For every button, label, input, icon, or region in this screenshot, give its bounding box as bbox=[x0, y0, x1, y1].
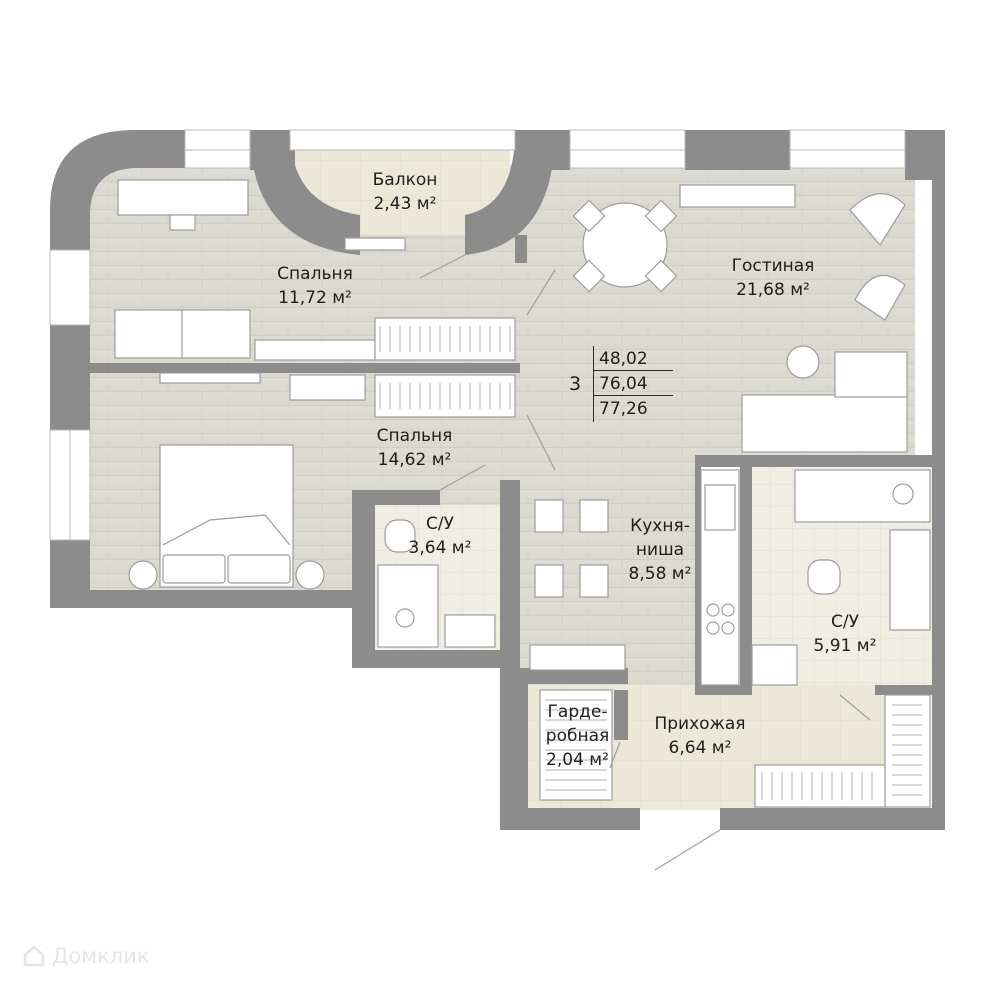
wall-balcony-right bbox=[465, 130, 555, 255]
wall-left-mid bbox=[50, 325, 90, 430]
room-name: Гостиная bbox=[731, 256, 815, 276]
wall-bath2-left bbox=[740, 455, 752, 687]
hall-wardrobe-right bbox=[884, 694, 931, 808]
room-name-line1: Гарде- bbox=[547, 702, 608, 722]
sofa-living bbox=[741, 394, 908, 453]
wall-bath2-bottom-right bbox=[875, 685, 945, 695]
wall-balcony-left bbox=[250, 130, 360, 255]
dining-chair-3 bbox=[534, 564, 564, 598]
dining-chair-1 bbox=[534, 499, 564, 533]
area-summary: 3 48,02 76,04 77,26 bbox=[557, 346, 673, 422]
shower-bath1 bbox=[377, 564, 439, 648]
label-bath1: С/У 3,64 bbox=[390, 512, 490, 560]
room-area: 14,62 bbox=[357, 448, 472, 472]
room-area: 3,64 bbox=[390, 536, 490, 560]
room-name: Балкон bbox=[372, 170, 438, 190]
wall-bath2-bottom-left bbox=[695, 685, 752, 695]
total-area-with-balcony: 77,26 bbox=[599, 399, 648, 419]
desk bbox=[117, 179, 249, 216]
label-bedroom2: Спальня 14,62 bbox=[357, 424, 472, 472]
walls bbox=[50, 130, 945, 830]
watermark-brand: Домклик bbox=[52, 944, 150, 968]
house-icon bbox=[23, 945, 45, 967]
living-area: 48,02 bbox=[594, 347, 673, 371]
room-name-line2: робная bbox=[545, 726, 610, 746]
dining-chair-4 bbox=[579, 564, 609, 598]
bath2-cabinet bbox=[751, 644, 798, 686]
room-name: Спальня bbox=[277, 264, 353, 284]
label-wardrobe: Гарде- робная 2,04 bbox=[530, 700, 625, 772]
kitchen-sink bbox=[704, 484, 736, 531]
dining-table bbox=[582, 202, 668, 288]
room-name-line2: ниша bbox=[635, 540, 685, 560]
nightstand-right bbox=[295, 560, 325, 590]
shelf-bedroom2 bbox=[289, 374, 366, 401]
furniture bbox=[114, 179, 931, 808]
nightstand-left bbox=[128, 560, 158, 590]
label-hallway: Прихожая 6,64 bbox=[640, 712, 760, 760]
room-area: 2,04 bbox=[530, 748, 625, 772]
room-area: 21,68 bbox=[718, 278, 828, 302]
room-area: 11,72 bbox=[260, 286, 370, 310]
coffee-table bbox=[786, 345, 820, 379]
room-area: 6,64 bbox=[640, 736, 760, 760]
wall-stub bbox=[515, 235, 527, 263]
wall-bath1-left bbox=[352, 490, 375, 668]
sink-bath1 bbox=[444, 614, 496, 648]
window-top-1 bbox=[184, 129, 251, 169]
window-top-3 bbox=[789, 129, 906, 169]
label-kitchen: Кухня- ниша 8,58 bbox=[610, 514, 710, 586]
room-name-line1: Кухня- bbox=[630, 516, 690, 536]
room-area: 8,58 bbox=[610, 562, 710, 586]
wall-corner-left bbox=[50, 130, 185, 250]
wall-bottom-hall-left bbox=[500, 808, 640, 830]
wall-bath1-right bbox=[500, 480, 520, 668]
wardrobe-bedroom2 bbox=[374, 374, 516, 418]
hall-wardrobe-bottom bbox=[754, 764, 886, 808]
wall-right bbox=[932, 130, 945, 830]
room-area: 5,91 bbox=[795, 634, 895, 658]
total-area: 76,04 bbox=[594, 372, 673, 396]
room-area: 2,43 bbox=[355, 192, 455, 216]
label-balcony: Балкон 2,43 bbox=[355, 168, 455, 216]
wall-wardrobe-left bbox=[500, 668, 528, 830]
wall-top-c bbox=[685, 130, 790, 170]
window-left-1 bbox=[49, 249, 91, 326]
room-name: С/У bbox=[426, 514, 454, 534]
wall-bath2-top bbox=[695, 455, 945, 467]
tv-living bbox=[679, 184, 796, 208]
watermark: Домклик bbox=[22, 944, 150, 968]
window-top-2 bbox=[569, 129, 686, 169]
armchair-1 bbox=[849, 193, 906, 247]
wall-bottom-left bbox=[50, 590, 355, 608]
sink-bath2 bbox=[889, 529, 931, 631]
room-name: С/У bbox=[831, 612, 859, 632]
wall-bath1-top bbox=[360, 490, 440, 505]
toilet-bath2 bbox=[807, 559, 841, 595]
armchair-2 bbox=[854, 274, 906, 321]
label-bath2: С/У 5,91 bbox=[795, 610, 895, 658]
kitchen-unit bbox=[529, 644, 626, 671]
label-bedroom1: Спальня 11,72 bbox=[260, 262, 370, 310]
wall-bath1-bottom bbox=[352, 650, 520, 668]
dining-chair-2 bbox=[579, 499, 609, 533]
wall-bottom-hall-right bbox=[720, 808, 945, 830]
window-balcony bbox=[289, 129, 516, 151]
desk-chair bbox=[169, 214, 196, 231]
tv-console bbox=[159, 372, 261, 384]
wall-wardrobe-top bbox=[518, 668, 628, 684]
room-name: Прихожая bbox=[654, 714, 746, 734]
room-name: Спальня bbox=[376, 426, 453, 446]
label-living: Гостиная 21,68 bbox=[718, 254, 828, 302]
rooms-count: 3 bbox=[557, 346, 594, 422]
balcony-bench bbox=[344, 237, 406, 251]
shelf bbox=[254, 339, 376, 361]
windows bbox=[49, 129, 906, 541]
wall-bedroom-divider bbox=[90, 363, 520, 373]
wall-wardrobe-right bbox=[614, 690, 628, 740]
wardrobe-bedroom1 bbox=[374, 317, 516, 361]
wardrobe-shelf bbox=[539, 689, 613, 801]
